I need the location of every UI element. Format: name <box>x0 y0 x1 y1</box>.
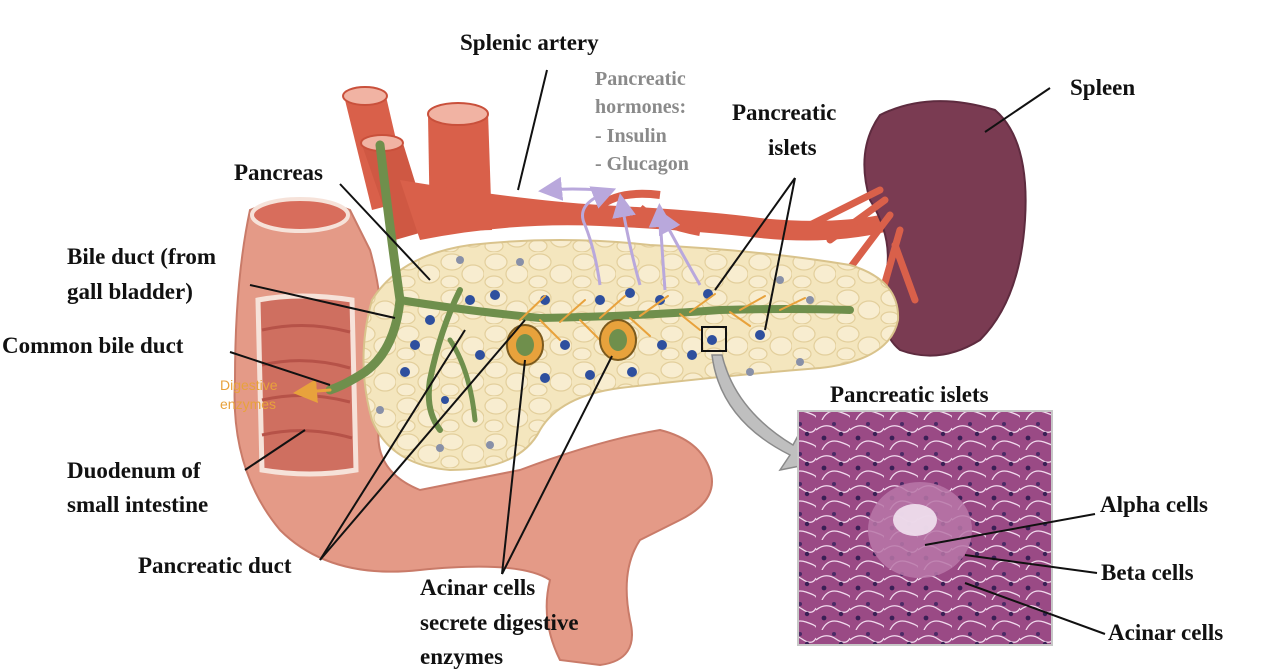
acinar-clusters <box>506 319 637 366</box>
label-duodenum-2: small intestine <box>67 492 209 517</box>
label-islets-line-2: islets <box>768 135 817 160</box>
label-pancreas: Pancreas <box>234 160 324 185</box>
label-bile-duct-1: Bile duct (from <box>67 244 217 269</box>
label-inset-title: Pancreatic islets <box>830 382 989 407</box>
label-hormones-title-1: Pancreatic <box>595 68 686 90</box>
label-inset-acinar-cells: Acinar cells <box>1108 620 1224 645</box>
label-digestive: Digestive <box>220 377 278 393</box>
label-bile-duct-2: gall bladder) <box>67 279 193 304</box>
spleen <box>806 100 1027 357</box>
duct-system <box>293 140 854 433</box>
label-acinar-3: enzymes <box>420 644 504 669</box>
label-acinar-2: secrete digestive <box>420 610 579 635</box>
islet-highlight-box <box>701 326 727 352</box>
label-glucagon: - Glucagon <box>595 153 689 175</box>
label-common-bile-duct: Common bile duct <box>2 333 184 358</box>
label-pancreatic-duct: Pancreatic duct <box>138 553 292 578</box>
label-acinar-1: Acinar cells <box>420 575 536 600</box>
label-insulin: - Insulin <box>595 125 667 147</box>
label-hormones-title-2: hormones: <box>595 96 687 118</box>
leader-lines <box>229 69 1106 635</box>
label-enzymes: enzymes <box>220 396 277 412</box>
label-spleen: Spleen <box>1070 75 1136 100</box>
label-duodenum-1: Duodenum of <box>67 458 201 483</box>
label-splenic-artery: Splenic artery <box>460 30 599 55</box>
label-beta-cells: Beta cells <box>1101 560 1194 585</box>
hormone-arrows <box>538 176 702 291</box>
label-islets-line-1: Pancreatic <box>732 100 837 125</box>
label-alpha-cells: Alpha cells <box>1100 492 1208 517</box>
